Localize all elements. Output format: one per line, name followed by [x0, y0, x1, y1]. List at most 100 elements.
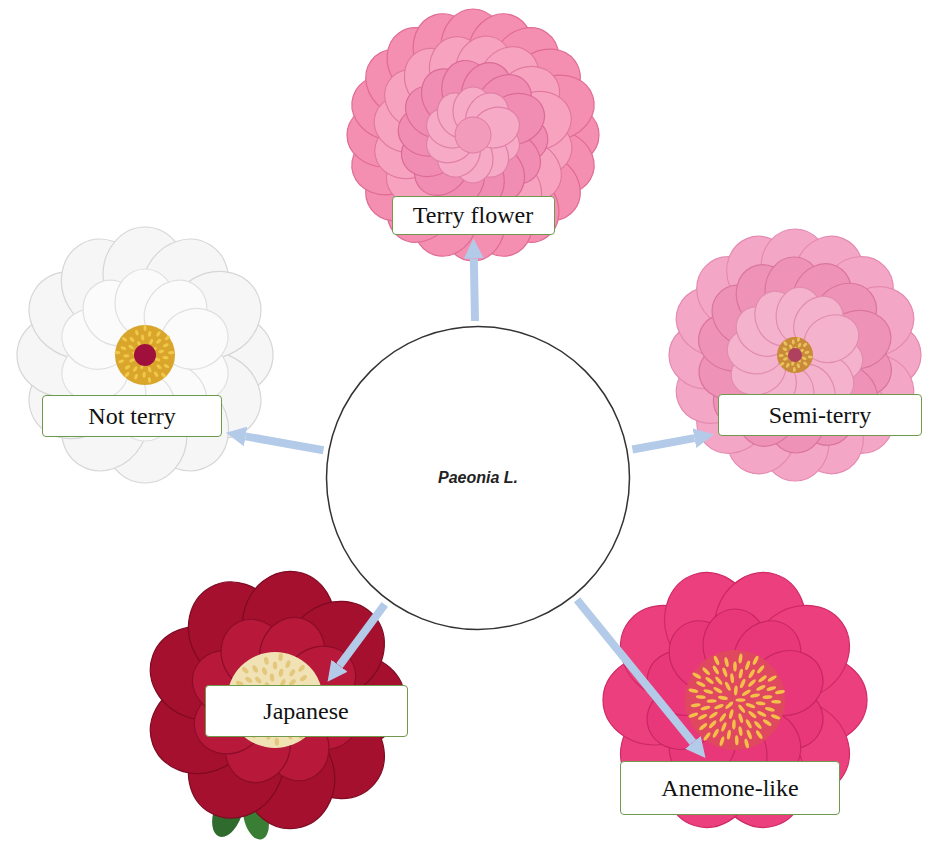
stamen — [739, 678, 746, 689]
stamen — [162, 356, 168, 360]
stamen — [738, 668, 744, 679]
stamen — [123, 354, 129, 357]
circle-shape — [327, 327, 630, 630]
stamen — [721, 667, 728, 678]
stamen — [748, 669, 756, 679]
stamen — [251, 664, 259, 673]
stamen — [733, 662, 737, 672]
flower-type-label: Semi-terry — [718, 394, 922, 436]
stamen — [724, 701, 734, 710]
genus-name: Paeonia L. — [438, 469, 518, 487]
stamen — [779, 354, 784, 357]
stamen — [735, 735, 739, 745]
stamen — [775, 689, 785, 694]
stamen — [147, 366, 152, 373]
stamen — [697, 713, 708, 721]
stamen — [156, 364, 163, 370]
flower-type-label: Anemone-like — [620, 761, 840, 815]
connector-arrow — [339, 604, 384, 665]
stamen — [762, 718, 772, 727]
stamen — [698, 722, 708, 731]
stamen — [155, 338, 162, 345]
stamen — [133, 373, 138, 380]
stamen — [738, 653, 743, 663]
terry-flower-illustration — [343, 5, 602, 264]
stamen — [261, 667, 268, 676]
stamen — [701, 666, 711, 676]
flower-type-name: Terry flower — [413, 202, 533, 229]
stamen — [714, 703, 725, 710]
flower-type-label: Terry flower — [392, 196, 555, 235]
stamen — [688, 712, 699, 719]
stamen — [688, 688, 699, 694]
stamen — [703, 688, 714, 694]
stamen — [712, 728, 720, 738]
flower-type-name: Japanese — [263, 698, 348, 725]
stamen — [134, 329, 139, 336]
flower-center — [455, 117, 491, 153]
stamen — [765, 706, 776, 712]
stamen — [269, 673, 274, 682]
stamen — [732, 719, 736, 729]
stamen — [796, 363, 800, 369]
stamen — [708, 719, 717, 729]
stamen — [124, 371, 130, 378]
stamen — [696, 680, 707, 687]
flower-type-label: Not terry — [42, 395, 222, 437]
stamen — [804, 350, 810, 354]
stamen — [158, 349, 165, 353]
stamen — [718, 695, 728, 700]
flower-type-name: Anemone-like — [661, 775, 798, 802]
stamen — [692, 671, 702, 679]
stamen — [288, 668, 296, 677]
flower-center — [134, 344, 156, 366]
stamen — [121, 336, 128, 342]
stamen — [771, 700, 781, 704]
stamen — [762, 695, 772, 699]
stamen — [746, 729, 753, 740]
stamen — [738, 726, 743, 736]
stamen — [254, 676, 263, 685]
semi-terry-flower-illustration — [666, 226, 925, 485]
genus-circle: Paeonia L. — [325, 325, 631, 631]
flower-type-label: Japanese — [205, 685, 408, 737]
stamen — [700, 705, 711, 711]
stamen — [155, 330, 161, 337]
stamen — [797, 342, 802, 348]
flower-center — [685, 650, 785, 750]
stamen — [808, 355, 813, 359]
stamen — [278, 653, 283, 662]
stamen — [707, 699, 717, 703]
stamen — [128, 344, 135, 350]
stamen — [782, 347, 788, 352]
stamen — [747, 678, 757, 688]
stamen — [802, 361, 808, 367]
stamen — [738, 713, 744, 724]
stamen — [129, 336, 135, 343]
stamen — [118, 359, 125, 364]
stamen — [703, 731, 712, 741]
stamen — [796, 337, 800, 343]
stamen — [713, 686, 723, 694]
stamen — [802, 342, 808, 348]
stamen — [779, 361, 785, 366]
stamen — [801, 356, 807, 361]
stamen — [142, 372, 145, 378]
stamen — [747, 710, 757, 719]
stamen — [785, 362, 790, 368]
stamen — [114, 351, 120, 355]
stamen — [735, 698, 745, 702]
not-terry-flower-illustration — [13, 223, 277, 487]
connector-arrow — [246, 436, 324, 450]
stamen — [163, 363, 170, 369]
connector-arrow — [577, 600, 693, 743]
stamen — [708, 711, 718, 720]
flower-center — [115, 325, 175, 385]
stamen — [737, 704, 746, 714]
stamen — [724, 657, 730, 668]
stamen — [714, 676, 723, 686]
stamen — [168, 351, 174, 355]
stamen — [783, 341, 789, 347]
stamen — [162, 343, 169, 348]
